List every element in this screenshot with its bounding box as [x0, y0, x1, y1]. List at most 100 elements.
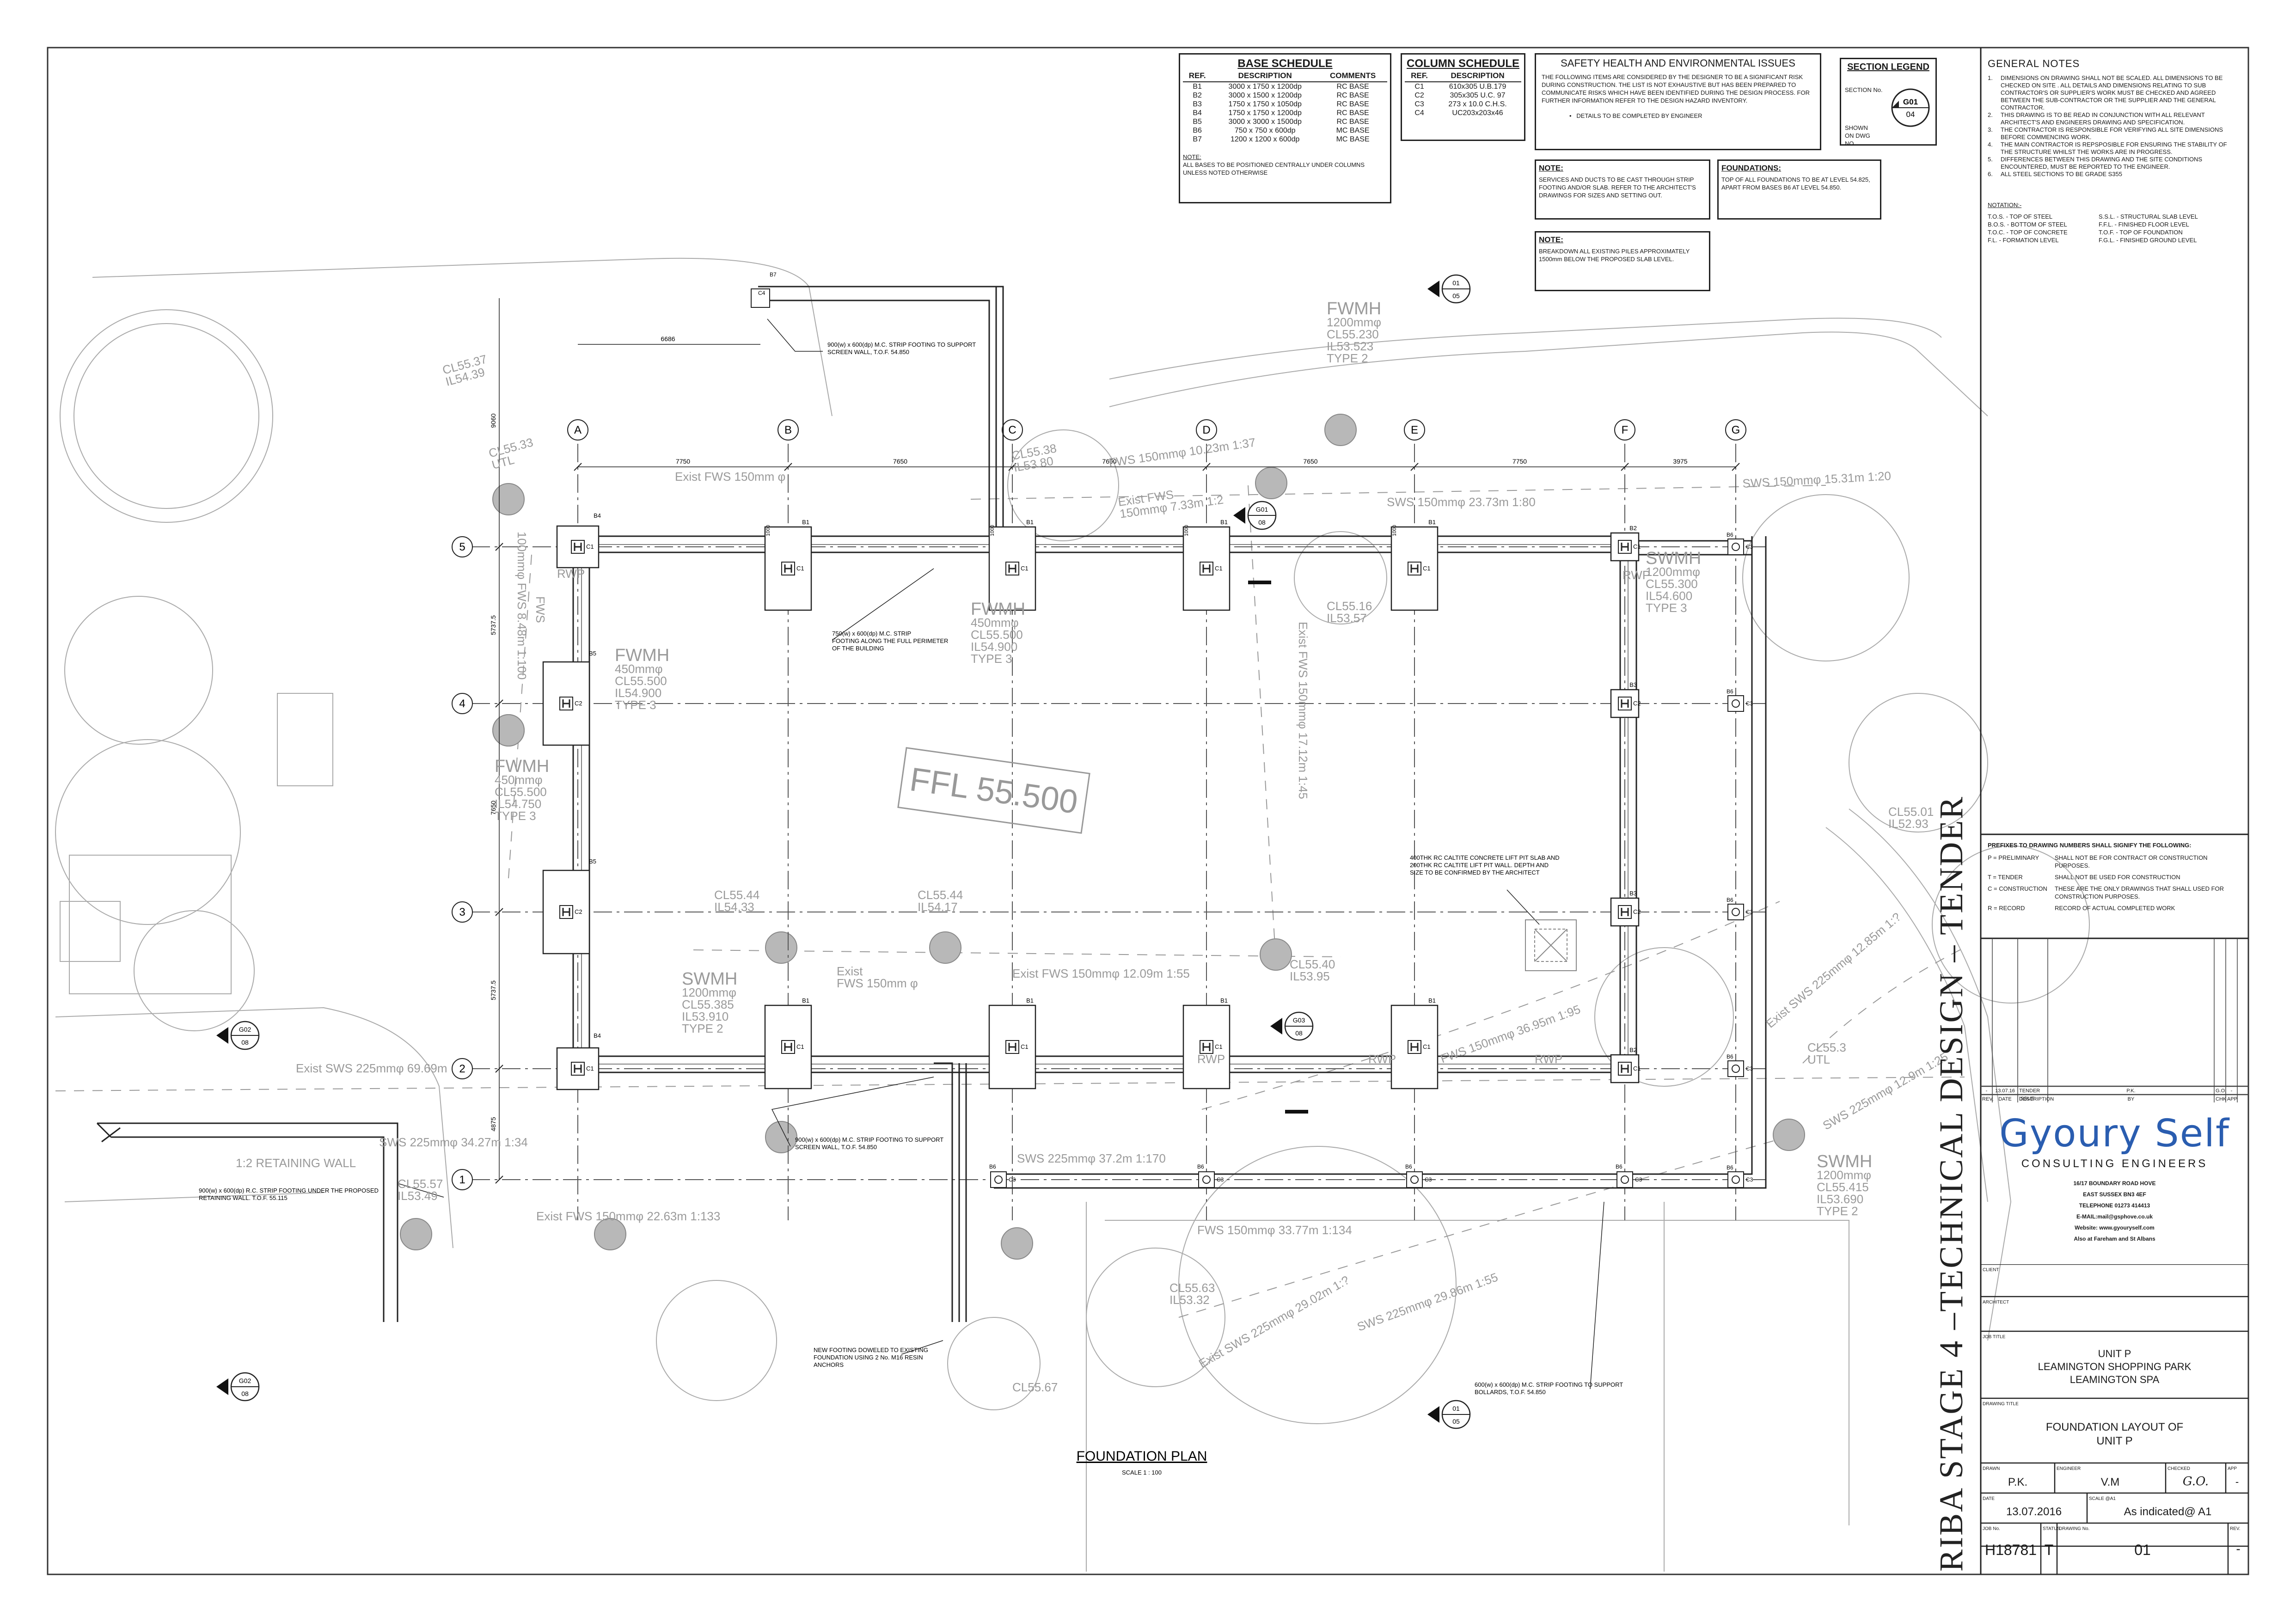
svg-text:C2: C2 — [1633, 700, 1641, 707]
base-schedule-cell: 750 x 750 x 600dp — [1234, 127, 1296, 135]
job-no-value: H18781 — [1984, 1542, 2037, 1558]
svg-text:B2: B2 — [1629, 525, 1637, 532]
general-note: 3.THE CONTRACTOR IS RESPONSIBLE FOR VERI… — [1988, 126, 2240, 141]
tree-outline — [64, 596, 213, 745]
svg-text:C1: C1 — [1215, 1043, 1223, 1050]
dimension-text: 7750 — [1512, 458, 1527, 465]
base-schedule-cell: 1750 x 1750 x 1200dp — [1228, 109, 1302, 117]
checked-value: G.O. — [2182, 1475, 2209, 1488]
prefix-meaning: RECORD OF ACTUAL COMPLETED WORK — [2055, 905, 2175, 912]
dimension-text: 6686 — [661, 335, 675, 343]
base-schedule-cell: 1200 x 1200 x 600dp — [1230, 135, 1300, 143]
section-legend-symbol: G01 04 — [1891, 88, 1930, 127]
dimension-tick — [495, 699, 503, 708]
leader-line — [397, 1183, 444, 1198]
perimeter-footing-mid — [581, 544, 1629, 1065]
job-title-line: LEAMINGTON SPA — [2069, 1374, 2160, 1385]
survey-label: Exist FWS 150mmφ 17.12m 1:45 — [1296, 622, 1310, 799]
survey-label: SWS 225mmφ 29.86m 1:55 — [1355, 1270, 1500, 1334]
general-notes: GENERAL NOTES 1.DIMENSIONS ON DRAWING SH… — [1988, 58, 2240, 244]
dimension-text: 9060 — [490, 413, 497, 428]
lift-pit — [1525, 919, 1577, 971]
safety-title: SAFETY HEALTH AND ENVIRONMENTAL ISSUES — [1561, 57, 1795, 69]
survey-label: CL55.67 — [1012, 1380, 1058, 1394]
svg-text:B6: B6 — [1727, 1164, 1733, 1171]
revision-cell: P.K. — [2126, 1088, 2136, 1094]
general-note-number: 1. — [1988, 74, 1993, 81]
svg-text:B1: B1 — [802, 997, 809, 1004]
notation-item: T.O.F. - TOP OF FOUNDATION — [2099, 229, 2183, 236]
manhole — [1001, 1227, 1033, 1260]
svg-text:C1: C1 — [1633, 543, 1641, 550]
note-services-title: NOTE: — [1539, 164, 1563, 172]
general-note: 5.DIFFERENCES BETWEEN THIS DRAWING AND T… — [1988, 156, 2240, 171]
drawing-title-line: UNIT P — [2096, 1435, 2133, 1447]
notation-item: F.G.L. - FINISHED GROUND LEVEL — [2099, 237, 2197, 244]
tree-outline — [1932, 845, 2090, 1004]
manhole — [492, 483, 525, 515]
base-schedule-cell: 3000 x 1500 x 1200dp — [1228, 92, 1302, 99]
survey-label: Exist SWS 225mmφ 29.02m 1:? — [1196, 1273, 1352, 1371]
plan-title: FOUNDATION PLAN — [1077, 1449, 1207, 1464]
svg-text:C1: C1 — [1021, 1043, 1029, 1050]
survey-label: SWS 225mmφ 37.2m 1:170 — [1017, 1151, 1166, 1165]
svg-text:E: E — [1411, 424, 1418, 436]
company-block: Gyoury Self CONSULTING ENGINEERS 16/17 B… — [1981, 1107, 2248, 1264]
revision-cell: - — [1985, 1088, 1988, 1094]
tree-outline — [1594, 947, 1734, 1087]
manhole — [765, 1121, 797, 1153]
svg-text:08: 08 — [1295, 1029, 1303, 1037]
dimension-tick — [574, 463, 582, 471]
survey-label: RWP — [1197, 1052, 1225, 1066]
base-schedule-title: BASE SCHEDULE — [1237, 57, 1333, 70]
prefix-code: T = TENDER — [1988, 874, 2023, 881]
survey-label: RWP — [1368, 1052, 1396, 1066]
general-notes-title: GENERAL NOTES — [1988, 58, 2080, 69]
job-title-label: JOB TITLE — [1983, 1334, 2006, 1340]
revision-cell: APP — [2227, 1096, 2238, 1102]
survey-label: Exist FWS 150mm φ — [675, 470, 785, 484]
general-note-text: ALL STEEL SECTIONS TO BE GRADE S355 — [2001, 171, 2122, 178]
base-schedule-header: COMMENTS — [1318, 70, 1387, 82]
sewer-line — [970, 485, 1826, 500]
svg-text:C4: C4 — [758, 290, 765, 296]
dimension-tick — [784, 463, 792, 471]
svg-text:B1: B1 — [1428, 519, 1436, 526]
svg-text:08: 08 — [241, 1039, 249, 1046]
base-schedule-cell: MC BASE — [1336, 127, 1370, 135]
plan-note: 900(w) x 600(dp) M.C. STRIP FOOTING TO S… — [795, 1136, 943, 1151]
grid-bubble-row: 4 — [452, 693, 473, 714]
lift-pit-cross — [1534, 929, 1567, 962]
svg-text:F: F — [1622, 424, 1629, 436]
column-schedule-cell: 610x305 U.B.179 — [1449, 83, 1506, 91]
base-schedule-cell: RC BASE — [1336, 109, 1369, 117]
safety-item: DETAILS TO BE COMPLETED BY ENGINEER — [1576, 112, 1702, 119]
base-schedule-cell: RC BASE — [1336, 118, 1369, 126]
svg-text:C3: C3 — [1746, 1065, 1753, 1072]
foundations-note: FOUNDATIONS: TOP OF ALL FOUNDATIONS TO B… — [1717, 159, 1881, 220]
drawing-title-label: DRAWING TITLE — [1983, 1402, 2019, 1407]
prefixes: PREFIXES TO DRAWING NUMBERS SHALL SIGNIF… — [1988, 841, 2240, 916]
base-schedule-cell: B5 — [1193, 118, 1202, 126]
drawn-value: P.K. — [2008, 1476, 2028, 1488]
